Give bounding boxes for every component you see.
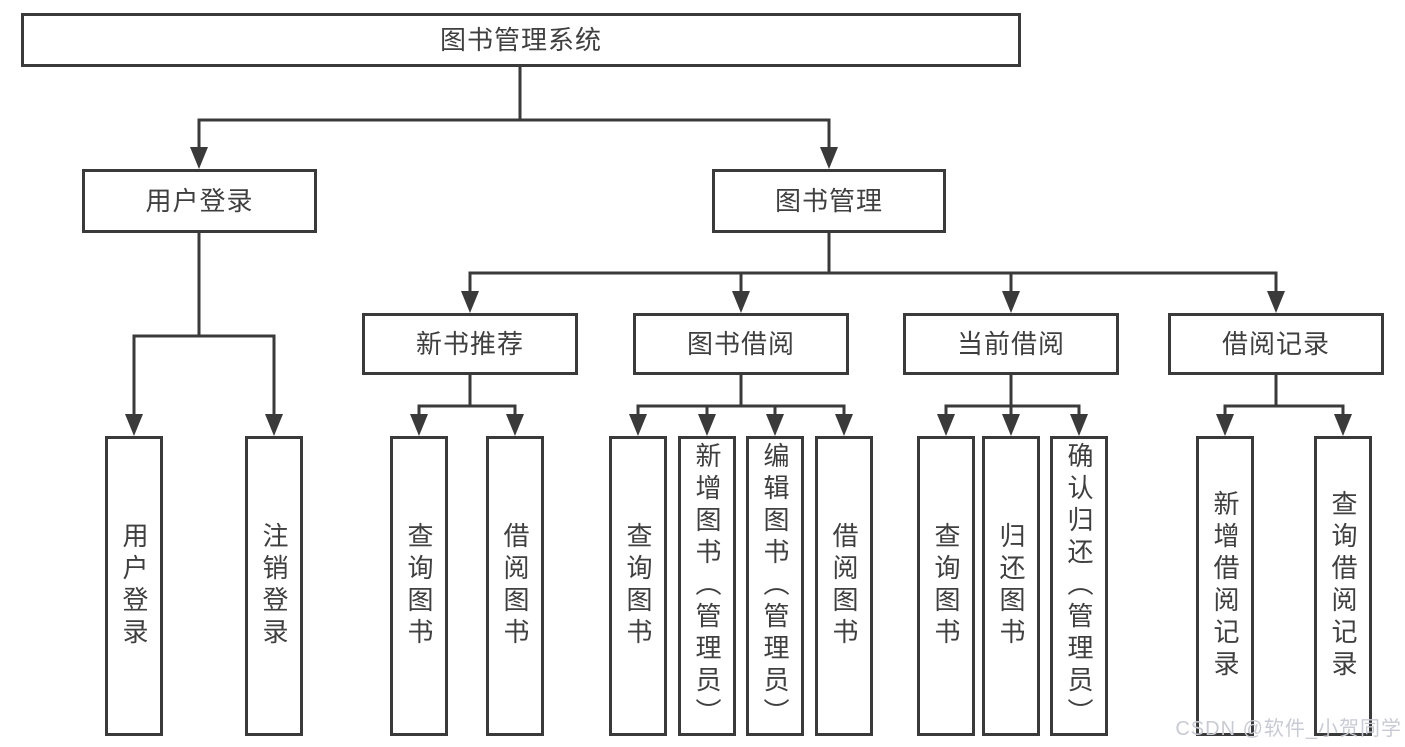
node-label: 图书管理系统 bbox=[439, 25, 602, 55]
node-label: 图书借阅 bbox=[686, 329, 795, 359]
node-label: 新增图书（管理员） bbox=[692, 442, 722, 730]
node-book-borrowing: 图书借阅 bbox=[633, 313, 849, 375]
node-label: 借阅图书 bbox=[500, 522, 530, 650]
node-leaf-borrow-books-2: 借阅图书 bbox=[815, 436, 873, 736]
node-current-borrowing: 当前借阅 bbox=[903, 313, 1119, 375]
node-label: 新增借阅记录 bbox=[1210, 490, 1240, 682]
arrow-down-icon bbox=[265, 414, 283, 436]
node-leaf-query-books-1: 查询图书 bbox=[390, 436, 448, 736]
arrow-down-icon bbox=[766, 414, 784, 436]
node-leaf-add-borrow-record: 新增借阅记录 bbox=[1196, 436, 1254, 736]
node-book-management-module: 图书管理 bbox=[712, 169, 946, 233]
arrow-down-icon bbox=[1216, 414, 1234, 436]
arrow-down-icon bbox=[820, 147, 838, 169]
node-leaf-return-books: 归还图书 bbox=[982, 436, 1040, 736]
node-leaf-query-books-3: 查询图书 bbox=[917, 436, 975, 736]
node-system-root: 图书管理系统 bbox=[21, 13, 1021, 67]
arrow-down-icon bbox=[698, 414, 716, 436]
node-label: 借阅图书 bbox=[829, 522, 859, 650]
arrow-down-icon bbox=[1002, 414, 1020, 436]
node-label: 确认归还（管理员） bbox=[1064, 442, 1094, 730]
arrow-down-icon bbox=[1002, 291, 1020, 313]
arrow-down-icon bbox=[732, 291, 750, 313]
arrow-down-icon bbox=[629, 414, 647, 436]
csdn-watermark: CSDN @软件_小贺同学 bbox=[1175, 718, 1402, 740]
node-label: 查询图书 bbox=[931, 522, 961, 650]
arrow-down-icon bbox=[1070, 414, 1088, 436]
node-borrowing-records: 借阅记录 bbox=[1168, 313, 1384, 375]
node-label: 图书管理 bbox=[774, 186, 883, 216]
node-label: 用户登录 bbox=[145, 186, 254, 216]
node-leaf-user-login: 用户登录 bbox=[105, 436, 163, 736]
arrow-down-icon bbox=[506, 414, 524, 436]
node-label: 借阅记录 bbox=[1221, 329, 1330, 359]
arrow-down-icon bbox=[937, 414, 955, 436]
node-leaf-query-books-2: 查询图书 bbox=[609, 436, 667, 736]
arrow-down-icon bbox=[410, 414, 428, 436]
node-leaf-confirm-return-admin: 确认归还（管理员） bbox=[1050, 436, 1108, 736]
node-leaf-logout: 注销登录 bbox=[245, 436, 303, 736]
node-label: 查询图书 bbox=[404, 522, 434, 650]
node-leaf-query-borrow-record: 查询借阅记录 bbox=[1314, 436, 1372, 736]
node-label: 归还图书 bbox=[996, 522, 1026, 650]
node-label: 新书推荐 bbox=[415, 329, 524, 359]
node-new-book-recommend: 新书推荐 bbox=[362, 313, 578, 375]
node-label: 查询图书 bbox=[623, 522, 653, 650]
node-leaf-edit-books-admin: 编辑图书（管理员） bbox=[746, 436, 804, 736]
node-label: 用户登录 bbox=[119, 522, 149, 650]
node-user-login-module: 用户登录 bbox=[82, 169, 317, 233]
arrow-down-icon bbox=[1334, 414, 1352, 436]
arrow-down-icon bbox=[461, 291, 479, 313]
node-leaf-borrow-books-1: 借阅图书 bbox=[486, 436, 544, 736]
node-label: 编辑图书（管理员） bbox=[760, 442, 790, 730]
node-label: 注销登录 bbox=[259, 522, 289, 650]
node-label: 当前借阅 bbox=[956, 329, 1065, 359]
node-leaf-add-books-admin: 新增图书（管理员） bbox=[678, 436, 736, 736]
arrow-down-icon bbox=[190, 147, 208, 169]
arrow-down-icon bbox=[1267, 291, 1285, 313]
arrow-down-icon bbox=[125, 414, 143, 436]
arrow-down-icon bbox=[835, 414, 853, 436]
node-label: 查询借阅记录 bbox=[1328, 490, 1358, 682]
